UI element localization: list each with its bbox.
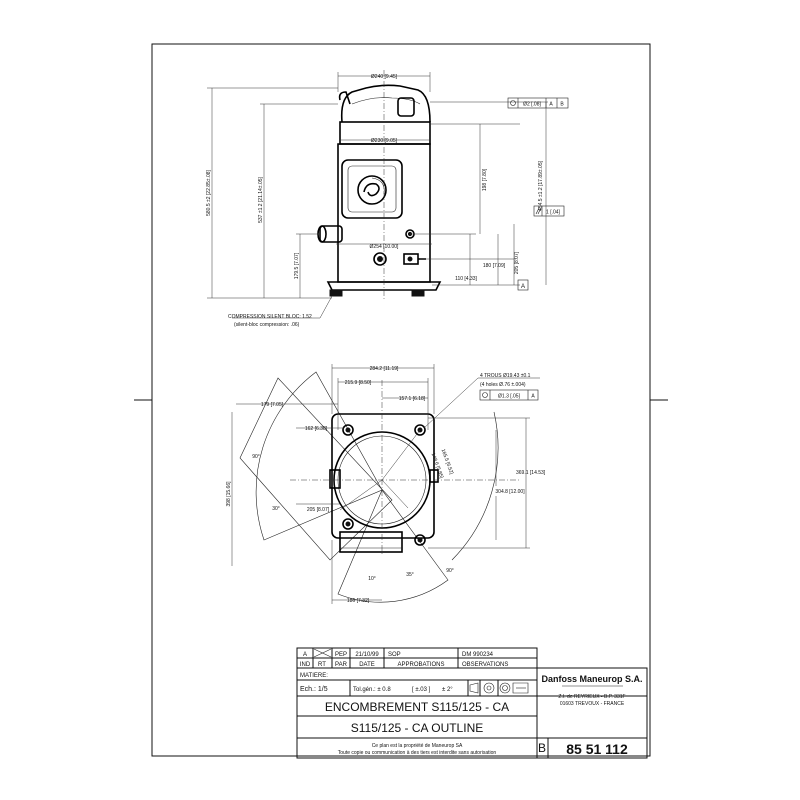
position-tolerance-frame: Ø2 [.08] A B <box>507 97 569 109</box>
dim-height-110: 110 [4.33] <box>455 276 477 282</box>
ownership-notice-2: Toute copie ou communication à des tiers… <box>338 750 497 756</box>
title-english: S115/125 - CA OUTLINE <box>351 721 484 735</box>
matiere-label: MATIERE: <box>300 673 328 679</box>
dim-width-215: 215.9 [8.50] <box>345 380 372 386</box>
dim-height-205: 205 [8.07] <box>514 251 520 274</box>
dim-205: 205 [8.07] <box>307 507 330 513</box>
compression-note-line2: (silent-bloc compression: .06) <box>234 322 300 328</box>
dim-186: 186 [7.32] <box>347 598 370 604</box>
company-address-1: Z.I. de REYRIEUX - B.P. 331F <box>558 694 625 700</box>
hdr-appro: APPROBATIONS <box>398 662 445 668</box>
hdr-obs: OBSERVATIONS <box>462 662 508 668</box>
dim-width-284: 284.2 [11.19] <box>370 366 399 372</box>
plan-view: 284.2 [11.19] 215.9 [8.50] 157.1 [6.18] … <box>226 364 546 604</box>
parallel-tolerance-frame: 1 [.04] <box>533 205 565 217</box>
dim-369: 369.1 [14.53] <box>516 470 546 476</box>
dim-179: 179 [7.05] <box>261 402 284 408</box>
company-address-2: 01603 TREVOUX - FRANCE <box>560 701 625 707</box>
dim-height-537: 537 ±1.2 [21.14±.05] <box>258 176 264 222</box>
hdr-par: PAR <box>335 662 348 668</box>
rotation-sector-left <box>255 371 383 541</box>
angle-90-left: 90° <box>252 454 260 460</box>
mounting-hole-br <box>414 534 426 546</box>
title-block: A PEP 21/10/99 SOP DM 990234 IND RT PAR … <box>296 647 648 759</box>
drawing-number: 85 51 112 <box>566 741 628 757</box>
plan-terminal-box <box>339 531 403 553</box>
swept-band <box>239 377 393 561</box>
rev-obs: DM 990234 <box>462 652 494 658</box>
projection-symbols <box>469 682 529 694</box>
title-french: ENCOMBREMENT S115/125 - CA <box>325 700 509 714</box>
mounting-hole-tl <box>342 424 354 436</box>
plan-suction-fitting <box>329 469 341 489</box>
hdr-ind: IND <box>300 662 311 668</box>
dim-diameter-240: Ø240 [9.45] <box>371 74 398 80</box>
angle-90-bottom: 90° <box>446 568 454 574</box>
compressor-dome <box>340 84 431 123</box>
dim-398: 398 [15.66] <box>226 481 232 507</box>
holes-callout-line2: (4 holes Ø.76 ±.004) <box>480 382 526 388</box>
rev-par: PEP <box>335 652 347 658</box>
terminal-box-front <box>341 159 403 219</box>
holes-tolerance-frame: Ø1.3 [.05] A <box>479 389 539 401</box>
plan-discharge-fitting <box>429 469 439 483</box>
holes-callout-line1: 4 TROUS Ø19.43 ±0.1 <box>480 373 531 379</box>
tol-position-ref-a: A <box>549 102 553 108</box>
angle-10: 10° <box>368 576 376 582</box>
rev-appro: SOP <box>388 652 401 658</box>
angle-30: 30° <box>272 506 280 512</box>
danfoss-swirl-logo <box>357 175 387 205</box>
tolerance-inch: [ ±.03 ] <box>412 687 431 693</box>
mounting-hole-bl <box>342 518 354 530</box>
scale-label: Ech.: 1/5 <box>300 686 328 693</box>
datum-a-box: A <box>517 279 529 291</box>
oil-sight-fitting <box>373 252 387 266</box>
terminal-box-top <box>397 97 415 117</box>
tolerance-label: Tol.gén.: ± 0.8 <box>353 687 391 693</box>
compression-note-line1: COMPRESSION SILENT BLOC: 1.52 <box>228 314 312 320</box>
hdr-rt: RT <box>318 662 326 668</box>
format-letter: B <box>538 741 546 755</box>
dim-height-580: 580.5 ±2 [22.85±.08] <box>206 169 212 215</box>
rotation-sector-right <box>451 411 499 561</box>
equalisation-fitting <box>403 253 426 265</box>
rev-date: 21/10/99 <box>355 652 379 658</box>
dim-width-157: 157.1 [6.18] <box>399 396 426 402</box>
hdr-date: DATE <box>359 662 375 668</box>
ownership-notice-1: Ce plan est la propriété de Maneurop SA <box>372 743 463 749</box>
tol-position-value: Ø2 [.08] <box>523 102 541 108</box>
tol-parallel-value: 1 [.04] <box>546 210 561 216</box>
dim-diameter-254: Ø254 [10.00] <box>370 244 400 250</box>
lifting-lug <box>338 91 351 105</box>
rotation-sector-bottom <box>337 489 449 603</box>
base-plate <box>331 413 435 539</box>
dim-304: 304.8 [12.00] <box>495 489 525 495</box>
dim-162: 162 [6.38] <box>305 426 328 432</box>
tolerance-angle: ± 2° <box>442 687 453 693</box>
elevation-view: Ø240 [9.45] Ø230 [9.05] Ø254 [10.00] 580… <box>206 70 569 328</box>
holes-tol-ref: A <box>531 394 535 400</box>
angle-35: 35° <box>406 572 414 578</box>
dim-height-179: 179.5 [7.07] <box>294 252 300 279</box>
holes-tol-value: Ø1.3 [.05] <box>498 394 521 400</box>
datum-a-label: A <box>521 284 525 290</box>
mounting-feet <box>326 281 442 297</box>
company-name: Danfoss Maneurop S.A. <box>541 674 642 684</box>
terminal-box-inner <box>347 165 397 213</box>
dim-diameter-230: Ø230 [9.05] <box>371 138 398 144</box>
dim-height-198: 198 [7.80] <box>482 168 488 191</box>
dim-height-454: 454.5 ±1.2 [17.89±.05] <box>538 160 544 211</box>
tol-position-ref-b: B <box>560 102 564 108</box>
rev-ind: A <box>303 652 307 658</box>
dim-height-180: 180 [7.09] <box>483 263 506 269</box>
